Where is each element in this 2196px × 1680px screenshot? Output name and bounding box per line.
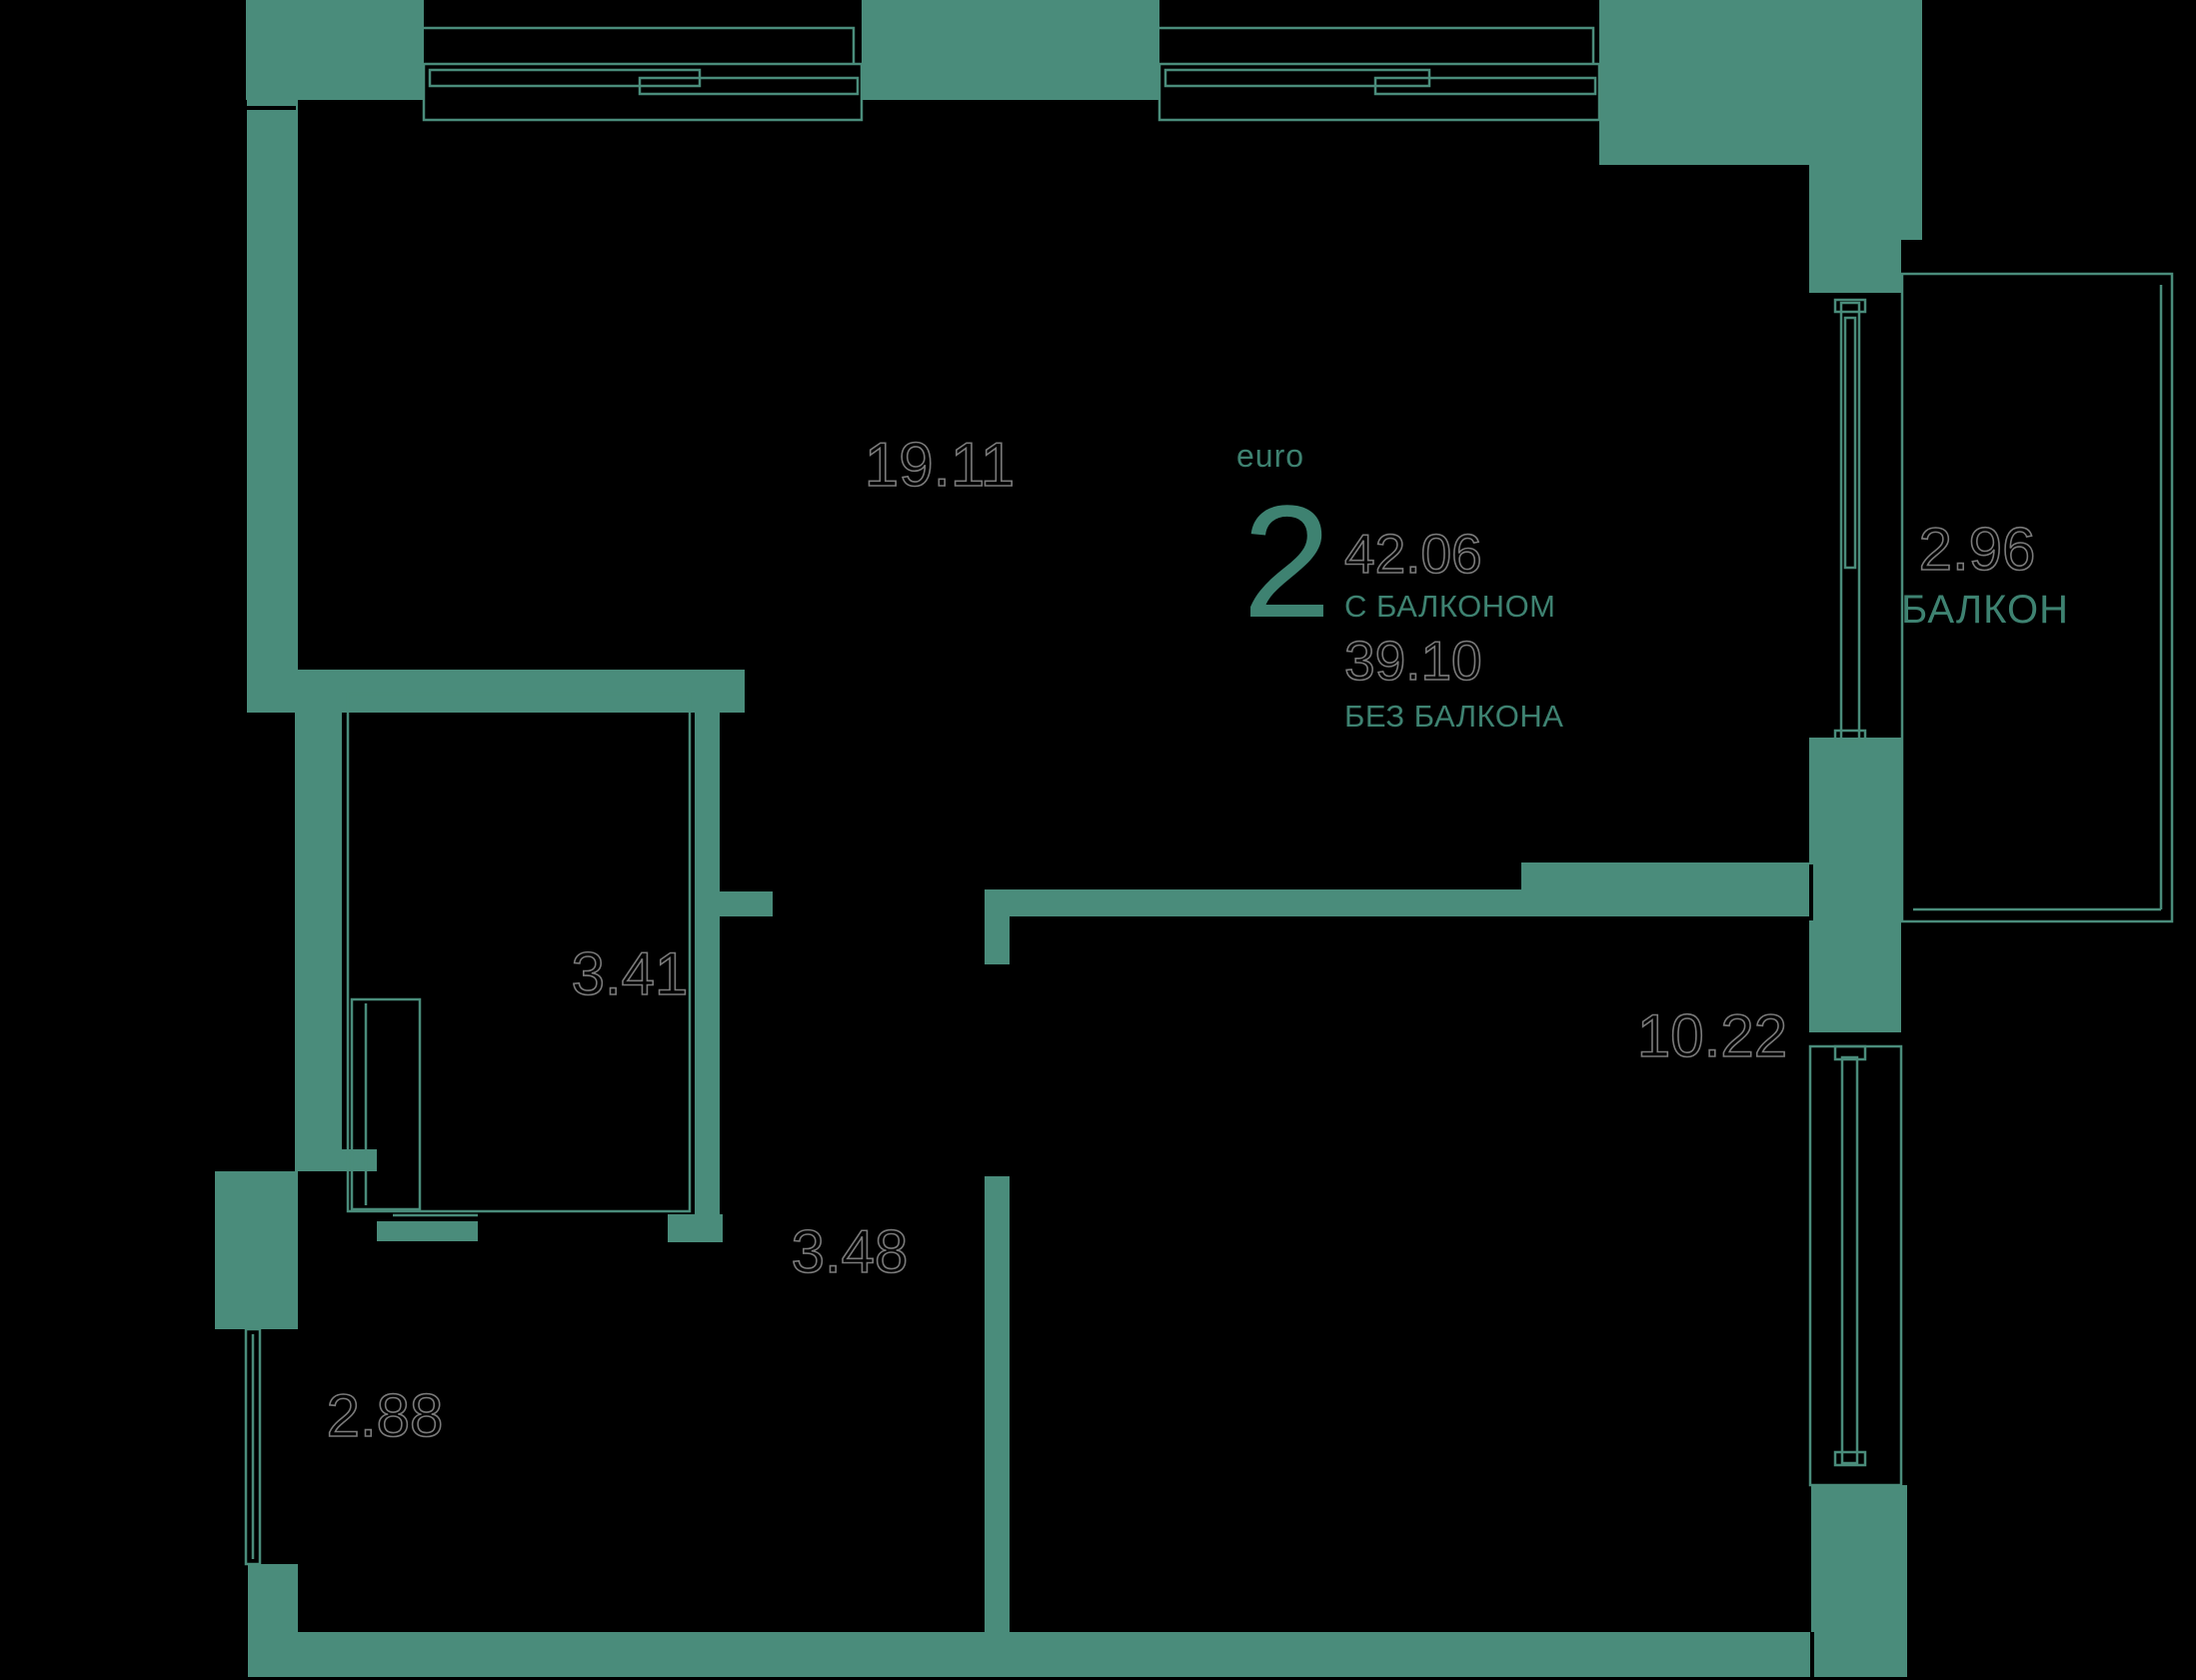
room-label-closet: 3.41	[572, 940, 689, 1007]
interior-walls	[247, 670, 1809, 1632]
window-balcony-door	[1833, 298, 1867, 745]
wall-hall-lower	[985, 1176, 1010, 1632]
balcony-name-label: БАЛКОН	[1901, 588, 2069, 632]
wall-right-column-upper	[1809, 240, 1901, 293]
room-label-balcony-area: 2.96	[1919, 516, 2036, 583]
wall-closet-right	[695, 713, 720, 1242]
area-without-balcony: 39.10	[1344, 630, 1482, 692]
window-top-right	[1157, 26, 1601, 122]
wall-top-right-block	[1599, 0, 1922, 165]
with-balcony-label: С БАЛКОНОМ	[1344, 589, 1556, 624]
unit-rooms-count: 2	[1242, 472, 1331, 651]
balcony-outline	[1900, 272, 2174, 923]
wall-left-upper	[247, 100, 298, 713]
wall-left-lower	[215, 1171, 298, 1329]
unit-type-label: euro	[1236, 438, 1304, 474]
without-balcony-label: БЕЗ БАЛКОНА	[1344, 699, 1563, 734]
labels: 19.11 3.41 3.48 2.88 10.22 2.96 БАЛКОН e…	[326, 430, 2069, 1450]
wall-closet-top	[247, 670, 745, 713]
exterior-walls	[215, 0, 1922, 1677]
wall-closet-door-jamb	[718, 891, 773, 916]
closet-lines	[346, 692, 692, 1217]
wall-top-left-block	[246, 0, 424, 100]
wall-bathroom-top	[377, 1221, 478, 1241]
unit-info: euro 2 42.06 С БАЛКОНОМ 39.10 БЕЗ БАЛКОН…	[1236, 438, 1563, 734]
room-label-bathroom: 2.88	[327, 1382, 444, 1449]
wall-left-middle	[295, 713, 342, 1171]
wall-left-step-band	[295, 1149, 377, 1171]
windows	[244, 26, 1903, 1566]
room-label-living: 19.11	[865, 431, 1016, 500]
wall-top-right-step	[1809, 165, 1922, 240]
wall-right-bottom-block	[1811, 1485, 1907, 1677]
wall-bedroom-top-thin	[985, 889, 1521, 916]
room-label-bedroom: 10.22	[1637, 1002, 1787, 1069]
wall-joints	[246, 106, 1814, 1677]
room-label-hallway: 3.48	[792, 1218, 909, 1285]
window-bedroom	[1808, 1044, 1903, 1487]
window-top-left	[422, 26, 864, 122]
wall-bedroom-top-thick	[1521, 862, 1809, 916]
wall-top-middle-block	[862, 0, 1159, 100]
wall-bottom	[248, 1632, 1811, 1677]
wall-bathroom-pillar	[668, 1214, 723, 1242]
wall-right-middle-block	[1809, 738, 1901, 1032]
window-bathroom	[244, 1327, 262, 1566]
area-with-balcony: 42.06	[1344, 523, 1482, 585]
